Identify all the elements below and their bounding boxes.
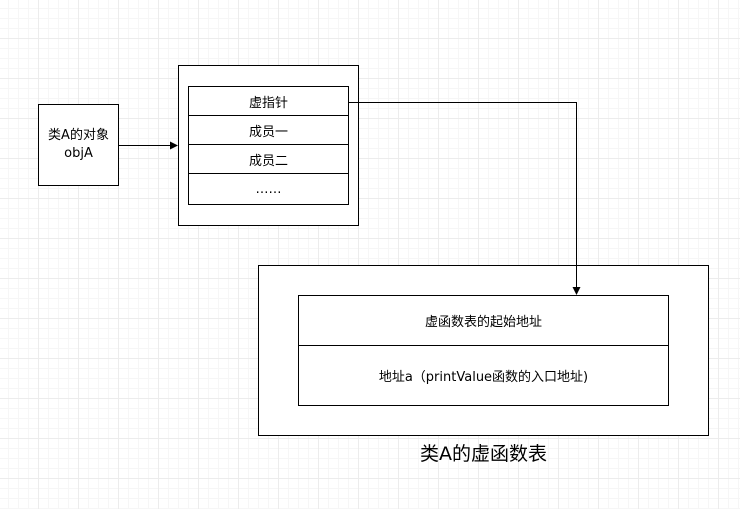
vtable-table: 虚函数表的起始地址 地址a（printValue函数的入口地址) bbox=[298, 295, 669, 406]
member-row-member1: 成员一 bbox=[189, 116, 348, 145]
member-row-vptr: 虚指针 bbox=[189, 87, 348, 116]
object-member-table: 虚指针 成员一 成员二 …… bbox=[188, 86, 349, 205]
member-row-ellipsis: …… bbox=[255, 181, 282, 197]
vtable-row-start-address: 虚函数表的起始地址 bbox=[299, 296, 668, 346]
member-row-member2: 成员二 bbox=[189, 145, 348, 174]
vtable-row-address-a: 地址a（printValue函数的入口地址) bbox=[378, 370, 589, 385]
object-box-name: objA bbox=[64, 146, 93, 161]
object-box-objA: 类A的对象 objA bbox=[38, 104, 119, 186]
object-box-title: 类A的对象 bbox=[48, 128, 109, 143]
vtable-caption: 类A的虚函数表 bbox=[420, 443, 547, 465]
